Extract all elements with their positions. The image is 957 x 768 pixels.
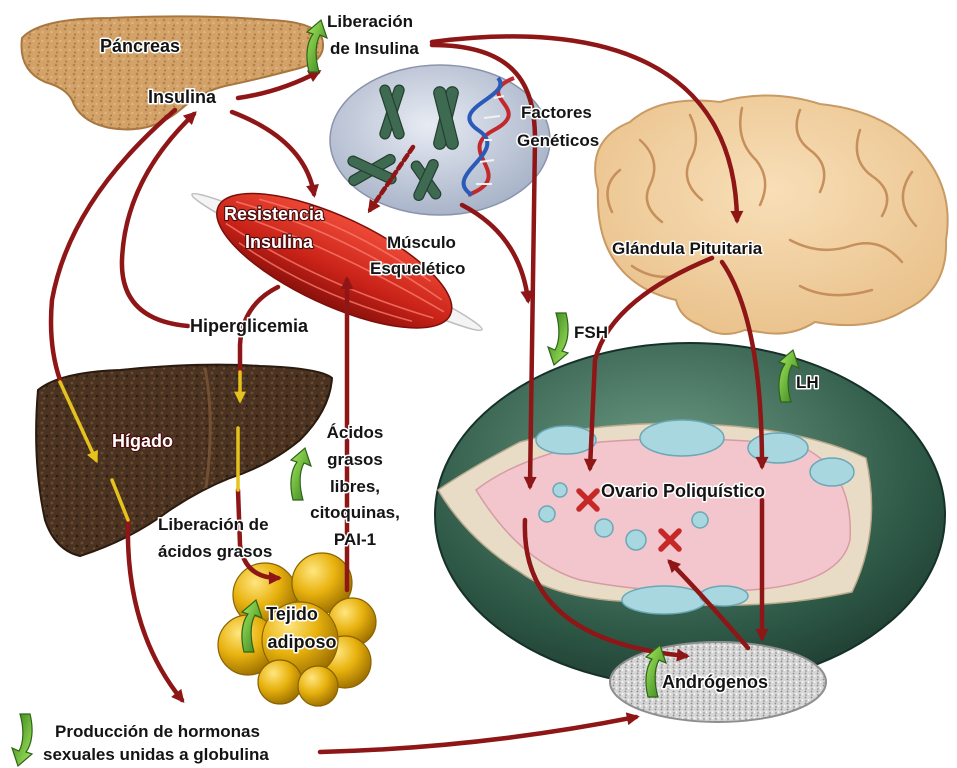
adipose-tissue-illustration: [218, 553, 376, 706]
fatty-acids-label-line4: citoquinas,: [310, 503, 400, 522]
ovary-label: Ovario Poliquístico: [601, 481, 765, 501]
fatty-acids-label-line2: grasos: [327, 450, 383, 469]
increase-arrow-icon: [291, 448, 311, 500]
pituitary-label: Glándula Pituitaria: [612, 239, 763, 258]
liver-label: Hígado: [112, 431, 173, 451]
cyst: [640, 420, 724, 456]
fatty-acid-release-label-line2: ácidos grasos: [158, 542, 272, 561]
shbg-label-line1: Producción de hormonas: [55, 722, 260, 741]
cyst: [748, 433, 808, 463]
insulin-release-label-line1: Liberación: [327, 12, 413, 31]
decrease-arrow-icon: [12, 714, 32, 766]
adipose-label-line1: Tejido: [266, 604, 318, 624]
cyst: [536, 426, 596, 454]
fatty-acids-label-line1: Ácidos: [327, 423, 384, 442]
brain-illustration: [595, 95, 948, 334]
arrow-genetics-to-ovary: [462, 205, 528, 300]
fsh-label: FSH: [574, 323, 608, 342]
shbg-label-line2: sexuales unidas a globulina: [43, 745, 269, 764]
ovary-illustration: [435, 343, 945, 687]
arrow-shbg-to-androgens: [320, 717, 636, 752]
androgens-label: Andrógenos: [662, 672, 768, 692]
fat-cell: [298, 666, 338, 706]
skeletal-muscle-label-line1: Músculo: [387, 233, 456, 252]
insulin-resistance-label-line1: Resistencia: [224, 204, 325, 224]
pancreas-label: Páncreas: [100, 36, 180, 56]
fatty-acids-label-line3: libres,: [330, 477, 380, 496]
insulin-label: Insulina: [148, 87, 217, 107]
cyst: [553, 483, 567, 497]
insulin-release-label-line2: de Insulina: [330, 39, 419, 58]
skeletal-muscle-label-line2: Esquelético: [370, 259, 465, 278]
cyst: [539, 506, 555, 522]
fatty-acids-label-line5: PAI-1: [334, 530, 376, 549]
arrow-hyperglycemia-to-insulin: [122, 114, 194, 326]
genetic-factors-label-line2: Genéticos: [517, 131, 599, 150]
decrease-arrow-icon: [548, 313, 568, 365]
cyst: [692, 512, 708, 528]
lh-label: LH: [796, 373, 819, 392]
cyst: [810, 458, 854, 486]
insulin-resistance-label-line2: Insulina: [245, 232, 314, 252]
cyst: [622, 586, 706, 614]
fat-cell: [258, 660, 302, 704]
adipose-label-line2: adiposo: [267, 632, 336, 652]
arrow-insulin-to-muscle: [232, 112, 314, 194]
hyperglycemia-label: Hiperglicemia: [190, 316, 309, 336]
fatty-acid-release-label-line1: Liberación de: [158, 515, 269, 534]
cyst: [595, 519, 613, 537]
arrow-insulin-to-liver: [51, 110, 175, 380]
genetic-factors-label-line1: Factores: [521, 103, 592, 122]
cyst: [626, 530, 646, 550]
